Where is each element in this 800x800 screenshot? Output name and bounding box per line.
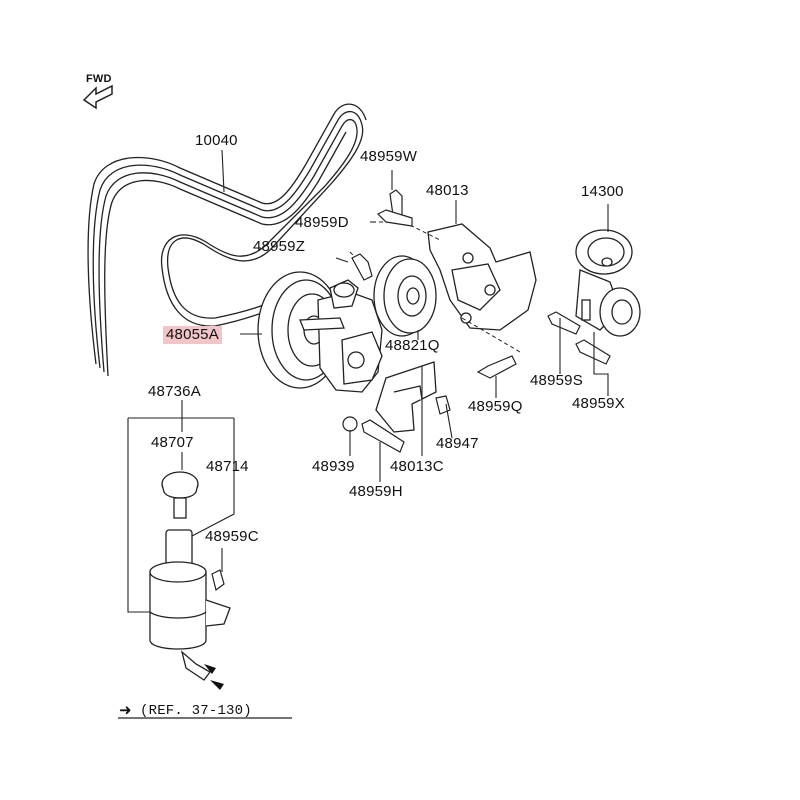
fwd-label: FWD (86, 73, 112, 85)
part-label-48959s[interactable]: 48959S (530, 372, 583, 389)
tensioner (575, 229, 641, 337)
pump-body (299, 279, 383, 393)
part-label-48736a[interactable]: 48736A (148, 383, 201, 400)
part-label-48947[interactable]: 48947 (436, 435, 479, 452)
part-label-48013[interactable]: 48013 (426, 182, 469, 199)
part-label-48959h[interactable]: 48959H (349, 483, 403, 500)
ref-link[interactable]: (REF. 37-130) (140, 703, 252, 719)
part-label-14300[interactable]: 14300 (581, 183, 624, 200)
fwd-arrow-icon (82, 84, 113, 110)
bracket-48013c (375, 361, 437, 433)
part-label-48055a[interactable]: 48055A (163, 326, 222, 344)
part-label-10040[interactable]: 10040 (195, 132, 238, 149)
part-label-48821q[interactable]: 48821Q (385, 337, 440, 354)
part-label-48939[interactable]: 48939 (312, 458, 355, 475)
reservoir-assembly (149, 471, 231, 681)
part-label-48959d[interactable]: 48959D (295, 214, 349, 231)
part-label-48959x[interactable]: 48959X (572, 395, 625, 412)
part-label-48959q[interactable]: 48959Q (468, 398, 523, 415)
part-label-48013c[interactable]: 48013C (390, 458, 444, 475)
part-label-48707[interactable]: 48707 (151, 434, 194, 451)
bracket-48013 (427, 223, 537, 331)
part-label-48959z[interactable]: 48959Z (253, 238, 306, 255)
part-label-48959w[interactable]: 48959W (360, 148, 418, 165)
drive-belt (87, 103, 367, 377)
idler-pulley (373, 255, 437, 337)
outlet-arrows-icon (204, 664, 224, 690)
ref-arrow-icon: ➜ (119, 702, 132, 719)
part-label-48714[interactable]: 48714 (206, 458, 249, 475)
part-label-48959c[interactable]: 48959C (205, 528, 259, 545)
leader-lines (221, 149, 609, 572)
